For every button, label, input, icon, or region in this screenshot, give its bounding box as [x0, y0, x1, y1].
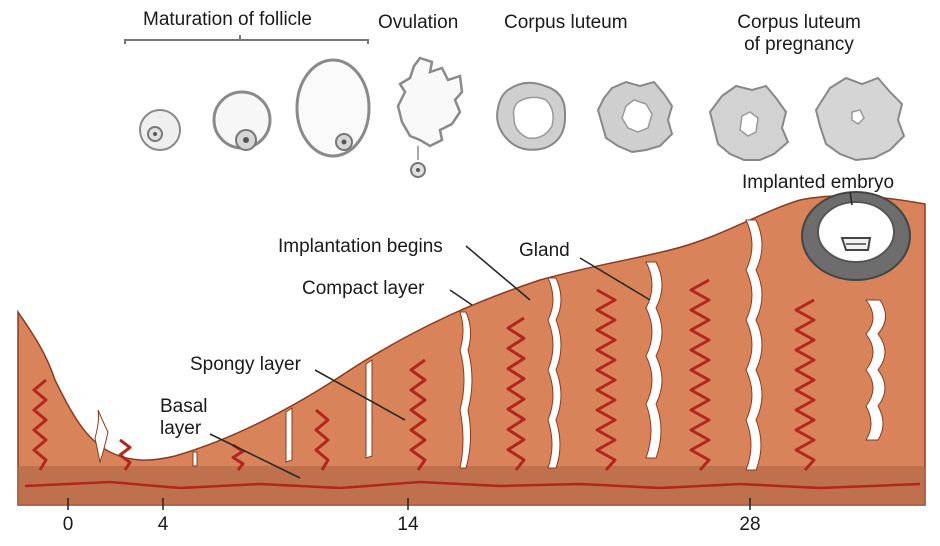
spiral-arteries — [24, 278, 921, 490]
compact-layer-leader — [449, 289, 473, 306]
follicle-stage-2 — [212, 90, 272, 151]
implantation-begins-leader — [465, 245, 531, 301]
compact-layer-label: Compact layer — [302, 278, 425, 299]
ovulation-label: Ovulation — [378, 12, 459, 33]
corpus-luteum-pregnancy-label: Corpus luteum of pregnancy — [714, 12, 884, 56]
leader-lines — [209, 191, 853, 479]
corpus-luteum-label: Corpus luteum — [504, 12, 628, 33]
uterine-glands — [94, 219, 886, 471]
basal-layer-line1: Basal — [160, 396, 208, 417]
corpus-luteum-2 — [596, 80, 674, 154]
spiral-artery — [314, 408, 330, 471]
spongy-layer-label: Spongy layer — [190, 354, 301, 375]
axis-tick-14: 14 — [397, 514, 419, 535]
axis-tick-0: 0 — [62, 514, 74, 535]
maturation-bracket — [124, 35, 369, 44]
implanted-embryo — [801, 191, 911, 281]
basal-layer-label: Basal layer — [160, 396, 208, 440]
corpus-luteum-pregnancy-line1: Corpus luteum — [737, 12, 861, 33]
spiral-artery — [506, 316, 526, 471]
spiral-artery — [689, 278, 711, 472]
corpus-luteum-1 — [496, 81, 567, 151]
follicle-stage-1 — [139, 109, 181, 151]
gland-leader — [579, 257, 651, 301]
implantation-begins-label: Implantation begins — [278, 236, 443, 257]
spongy-layer-leader — [314, 369, 406, 421]
basal-layer-leader — [209, 433, 301, 479]
basal-artery — [24, 480, 921, 490]
spiral-artery — [32, 378, 48, 471]
maturation-of-follicle-label: Maturation of follicle — [143, 9, 312, 30]
implanted-embryo-leader — [849, 191, 853, 206]
ovulating-follicle — [396, 56, 464, 178]
spiral-artery — [595, 288, 617, 472]
basal-layer-line2: layer — [160, 418, 202, 439]
axis-tick-4: 4 — [157, 514, 169, 535]
corpus-luteum-pregnancy-line2: of pregnancy — [744, 34, 854, 55]
corpus-luteum-pregnancy-1 — [708, 84, 790, 161]
axis-tick-28: 28 — [739, 514, 761, 535]
corpus-luteum-pregnancy-2 — [814, 76, 906, 162]
axis-ticks — [67, 498, 751, 510]
gland-label: Gland — [519, 240, 570, 261]
endometrium-layer — [17, 194, 926, 506]
follicle-stage-3 — [295, 58, 371, 158]
implanted-embryo-label: Implanted embryo — [742, 172, 895, 193]
spiral-artery — [118, 438, 132, 471]
spiral-artery — [409, 358, 427, 471]
spiral-artery — [794, 298, 816, 472]
